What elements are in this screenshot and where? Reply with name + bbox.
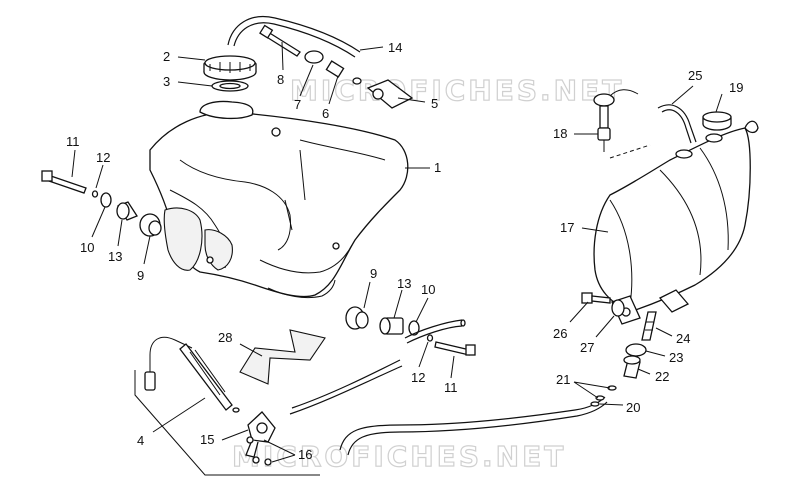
callout-12-left: 12 [96, 150, 110, 165]
callout-labels: 1 2 3 4 5 6 7 8 9 9 10 10 11 11 12 12 13… [66, 40, 743, 462]
callout-7: 7 [294, 97, 301, 112]
grommet-9-left [139, 213, 162, 237]
bolt-8 [259, 24, 301, 57]
callout-18: 18 [553, 126, 567, 141]
callout-3: 3 [163, 74, 170, 89]
fuel-cap [203, 55, 257, 81]
callout-1: 1 [434, 160, 441, 175]
tap-22 [623, 355, 641, 379]
watermark-top: MICROFICHES.NET [290, 74, 624, 107]
fuel-hose-long [289, 359, 403, 415]
bolt-26 [581, 292, 611, 304]
pipe-24 [641, 311, 657, 341]
callout-24: 24 [676, 331, 690, 346]
callout-28: 28 [218, 330, 232, 345]
callout-26: 26 [553, 326, 567, 341]
bolt-11-left [41, 170, 87, 194]
callout-15: 15 [200, 432, 214, 447]
cap-19 [702, 111, 732, 131]
callout-11-left: 11 [66, 134, 80, 149]
hose-end [460, 319, 466, 327]
callout-17: 17 [560, 220, 574, 235]
ring-6 [352, 77, 362, 85]
callout-9-right: 9 [370, 266, 377, 281]
breather-hose-top [227, 16, 361, 58]
callout-9-left: 9 [137, 268, 144, 283]
callout-23: 23 [669, 350, 683, 365]
cap-gasket [211, 80, 249, 92]
breather-hose-right [657, 104, 697, 144]
callout-14: 14 [388, 40, 402, 55]
callout-16: 16 [298, 447, 312, 462]
callout-13-right: 13 [397, 276, 411, 291]
callout-22: 22 [655, 369, 669, 384]
callout-13-left: 13 [108, 249, 122, 264]
watermark-bottom: MICROFICHES.NET [232, 440, 566, 473]
callout-19: 19 [729, 80, 743, 95]
sender-18 [593, 89, 651, 159]
grommet-9-right [345, 306, 369, 330]
bolt-11-right [434, 341, 476, 356]
spacer-13-left [116, 201, 138, 221]
washer-8 [304, 50, 324, 64]
callout-10-left: 10 [80, 240, 94, 255]
callout-4: 4 [137, 433, 144, 448]
callout-6: 6 [322, 106, 329, 121]
callout-10-right: 10 [421, 282, 435, 297]
fuel-hose-bottom [339, 396, 608, 456]
bracket-5 [366, 79, 414, 109]
vent-hose-short [404, 319, 463, 344]
group-bracket-4 [134, 370, 320, 476]
callout-21: 21 [556, 372, 570, 387]
pad-28 [239, 329, 326, 385]
ring-12-right [426, 334, 434, 342]
callout-11-right: 11 [444, 380, 458, 395]
callout-27: 27 [580, 340, 594, 355]
fuel-tap [144, 336, 276, 466]
seal-23 [625, 343, 647, 357]
washer-27 [611, 299, 625, 317]
callout-25: 25 [688, 68, 702, 83]
washer-10-left [100, 192, 112, 208]
washer-10-right [408, 320, 420, 336]
callout-12-right: 12 [411, 370, 425, 385]
ring-12-left [91, 190, 99, 198]
clamps-21-20 [590, 385, 617, 407]
callout-20: 20 [626, 400, 640, 415]
leader-lines [71, 41, 723, 463]
callout-8: 8 [277, 72, 284, 87]
spacer-13-right [379, 317, 404, 335]
fuel-tank-right [593, 120, 759, 325]
callout-5: 5 [431, 96, 438, 111]
fuel-tank-left [149, 100, 409, 299]
callout-2: 2 [163, 49, 170, 64]
spacer-7 [325, 60, 345, 78]
